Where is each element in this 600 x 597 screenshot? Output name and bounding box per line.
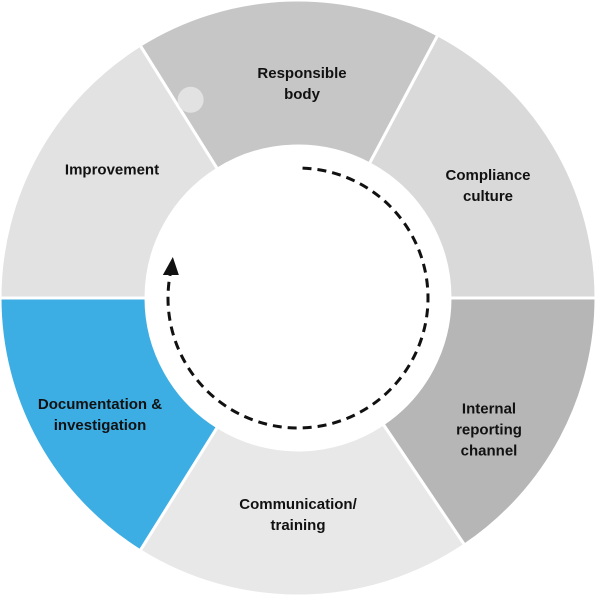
cycle-arrow <box>162 166 430 430</box>
segment-improvement <box>0 43 220 300</box>
cycle-arrow-line <box>166 166 430 430</box>
puzzle-knob-improvement <box>177 86 204 113</box>
label-responsible-body: Responsible body <box>257 65 347 103</box>
segment-documentation-investigation <box>0 296 220 553</box>
label-documentation-investigation: Documentation & investigation <box>37 396 163 434</box>
label-improvement: Improvement <box>64 161 160 179</box>
label-communication-training: Communication/ training <box>239 496 357 534</box>
label-compliance-culture: Compliance culture <box>445 167 531 205</box>
label-internal-reporting-channel: Internal reporting channel <box>456 400 522 460</box>
segment-internal-reporting-channel <box>380 296 598 548</box>
cycle-arrow-head <box>162 256 179 275</box>
segment-communication-training <box>138 421 467 597</box>
segment-compliance-culture <box>367 32 598 300</box>
segment-responsible-body <box>138 0 440 172</box>
center-circle <box>150 150 446 446</box>
